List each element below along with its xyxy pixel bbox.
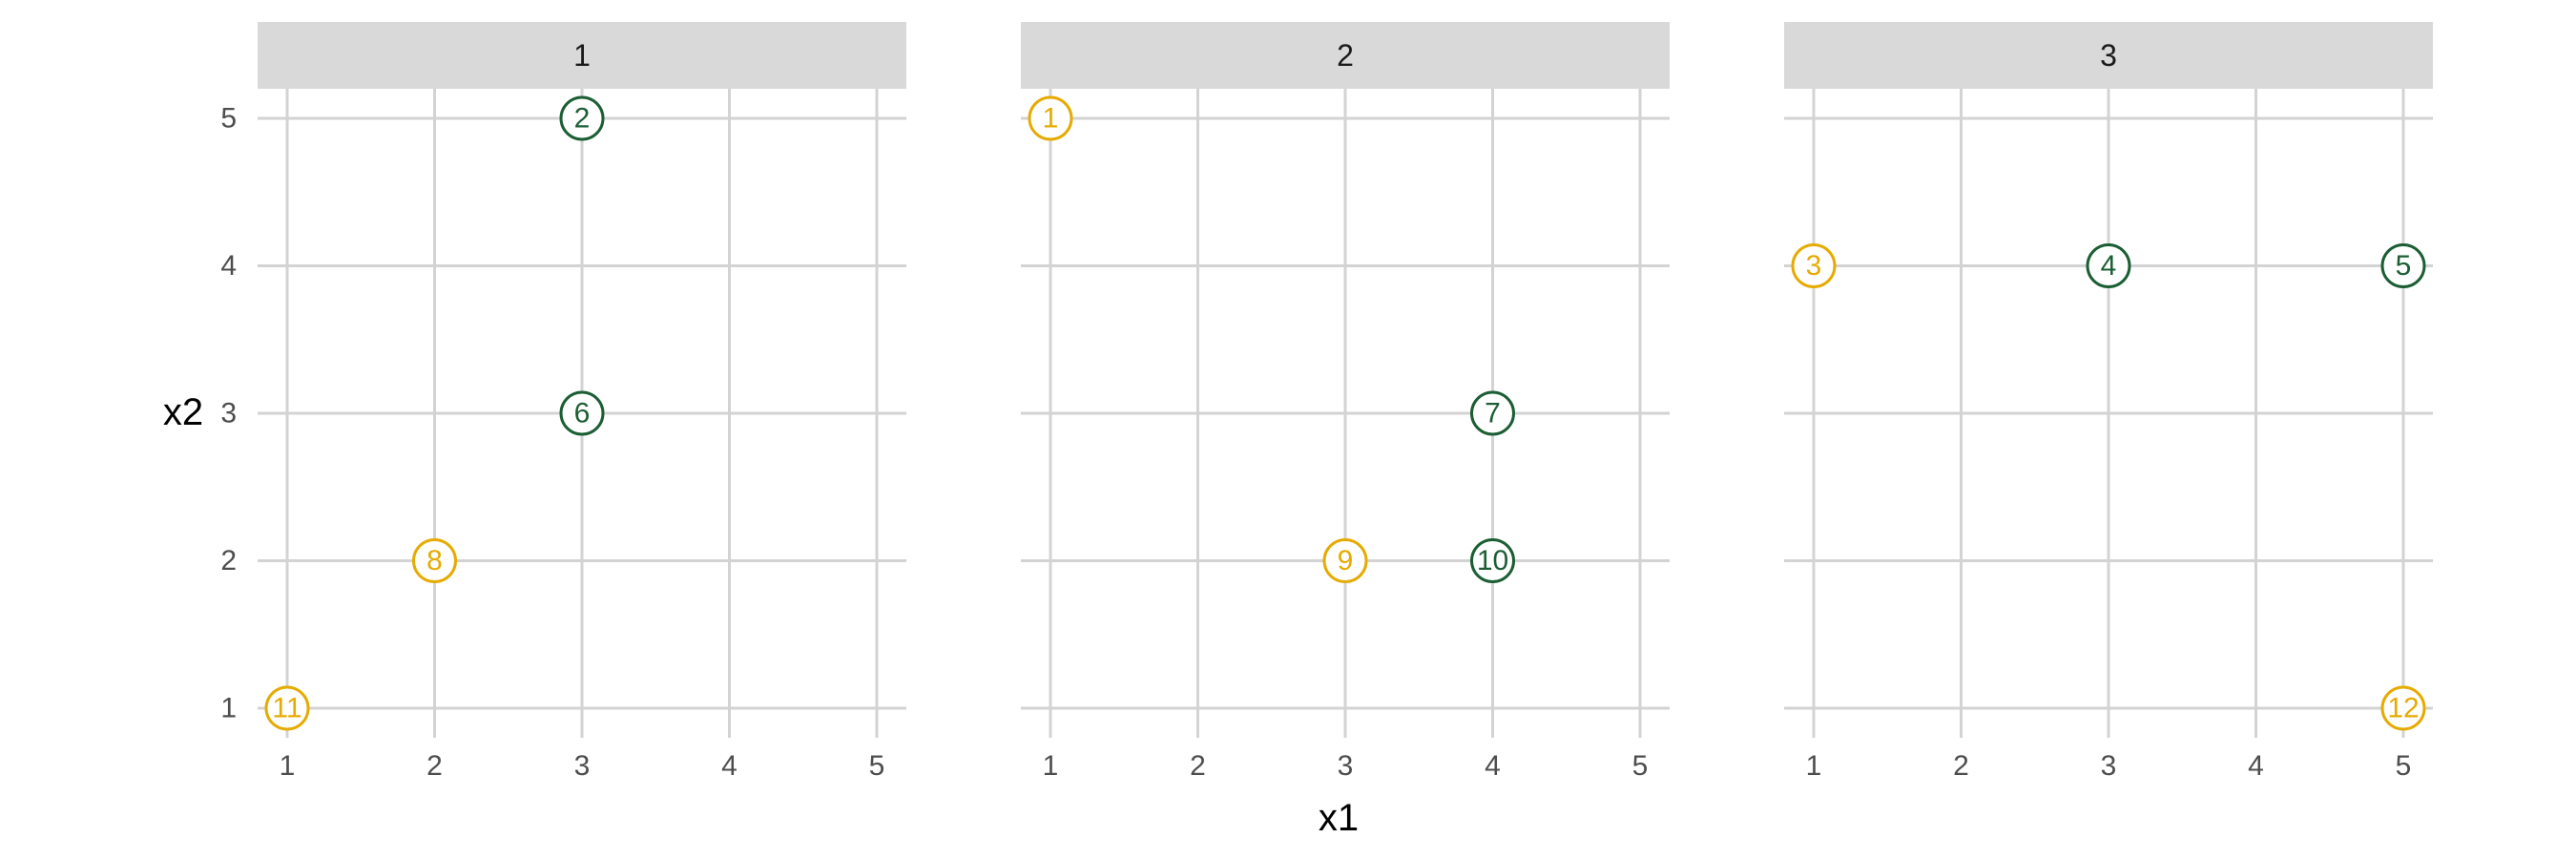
y-tick-label: 4 — [220, 250, 237, 282]
x-tick-label: 2 — [1953, 750, 1969, 782]
x-tick-label: 5 — [2396, 750, 2412, 782]
point-label: 7 — [1485, 398, 1501, 430]
x-tick-label: 3 — [2101, 750, 2117, 782]
point-marker — [1322, 538, 1368, 583]
point-marker — [1470, 538, 1515, 583]
x-tick-label: 1 — [1043, 750, 1059, 782]
x-axis-title: x1 — [1319, 797, 1359, 839]
point-label: 12 — [2387, 693, 2419, 724]
point-marker — [2380, 243, 2426, 288]
x-tick-label: 1 — [1806, 750, 1822, 782]
y-tick-label: 2 — [220, 545, 237, 576]
point-marker — [412, 538, 457, 583]
facet-strip — [1784, 22, 2433, 89]
point-marker — [2380, 685, 2426, 731]
point-label: 2 — [574, 103, 591, 135]
x-tick-label: 5 — [869, 750, 885, 782]
facet-strip-label: 2 — [1337, 38, 1354, 73]
point-marker — [1791, 243, 1837, 288]
point-label: 5 — [2396, 250, 2412, 282]
x-tick-label: 4 — [1485, 750, 1501, 782]
facet-strip-label: 1 — [573, 38, 591, 73]
point-marker — [1470, 390, 1515, 436]
x-tick-label: 2 — [426, 750, 443, 782]
point-label: 3 — [1806, 250, 1822, 282]
x-tick-label: 3 — [1338, 750, 1354, 782]
facet-strip — [258, 22, 906, 89]
x-tick-label: 4 — [2248, 750, 2264, 782]
facet-panel-2: 2 1 2 3 4 5 1 7 9 10 — [1021, 22, 1670, 782]
point-marker — [559, 95, 605, 141]
point-label: 4 — [2101, 250, 2117, 282]
x-tick-label: 5 — [1632, 750, 1649, 782]
point-label: 8 — [426, 545, 443, 576]
point-label: 11 — [272, 693, 301, 724]
x-tick-label: 1 — [280, 750, 296, 782]
y-tick-label: 5 — [220, 103, 237, 135]
point-label: 10 — [1477, 545, 1508, 576]
point-marker — [2086, 243, 2131, 288]
point-marker — [559, 390, 605, 436]
x-tick-label: 3 — [574, 750, 591, 782]
point-label: 1 — [1043, 103, 1059, 135]
y-tick-label: 3 — [220, 398, 237, 430]
facet-strip-label: 3 — [2100, 38, 2117, 73]
point-label: 9 — [1338, 545, 1354, 576]
facet-strip — [1021, 22, 1670, 89]
point-marker — [1028, 95, 1073, 141]
x-tick-label: 2 — [1190, 750, 1206, 782]
y-axis-title: x2 — [163, 391, 203, 433]
y-tick-label: 1 — [220, 693, 237, 724]
x-tick-label: 4 — [721, 750, 737, 782]
point-label: 6 — [574, 398, 591, 430]
point-marker — [264, 685, 310, 731]
